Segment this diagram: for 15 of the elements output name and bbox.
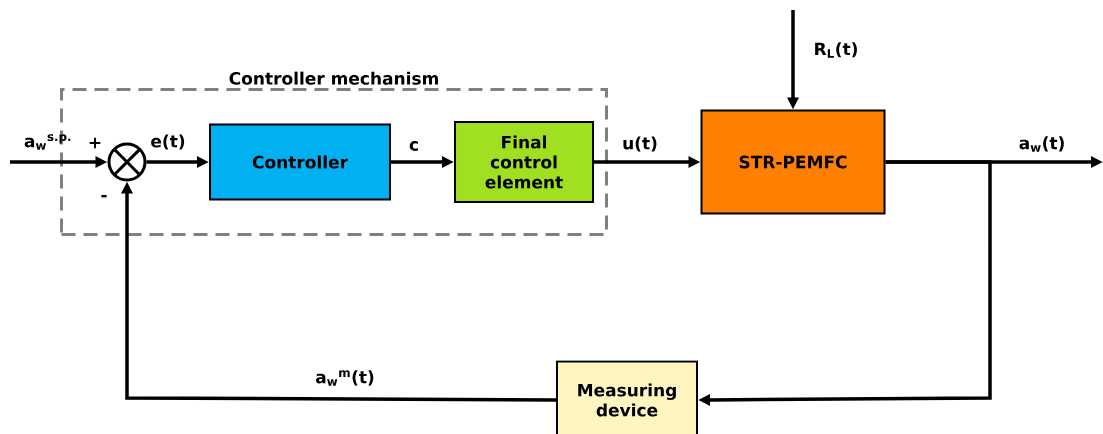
edge-label: c	[409, 141, 418, 151]
block-box: Controller	[209, 123, 391, 201]
edge-label: a$_{w}$$^{m}$(t)	[316, 370, 374, 386]
edge-label: a$_{w}$(t)	[1019, 136, 1064, 152]
block-box: Final control element	[454, 121, 594, 203]
sign-label: +	[89, 137, 101, 149]
edge-label: R$_{L}$(t)	[815, 42, 857, 58]
edge-label: a$_{w}$s.p.	[24, 134, 71, 150]
edge-label: e(t)	[151, 134, 185, 150]
block-box: STR-PEMFC	[700, 109, 886, 215]
node-label: Controller mechanism	[229, 71, 438, 85]
summing-junction	[107, 142, 147, 182]
edge-label: u(t)	[623, 136, 657, 152]
block-box: Measuring device	[556, 360, 698, 434]
sign-label: -	[101, 194, 107, 198]
